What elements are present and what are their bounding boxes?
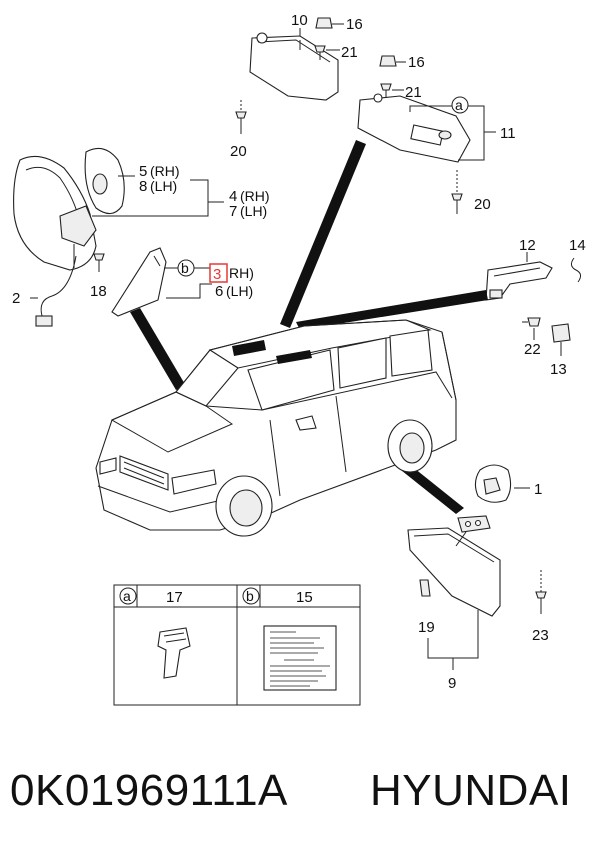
callout-4: 4	[229, 188, 237, 205]
callout-23: 23	[532, 627, 549, 644]
marker-a-visor-label: a	[455, 97, 463, 113]
legend-number-17: 17	[166, 589, 183, 606]
callout-11: 11	[500, 125, 516, 142]
label-6-lh: (LH)	[226, 283, 253, 299]
highlight-box	[209, 263, 228, 283]
mirror-cover	[111, 247, 167, 317]
footer: 0K01969111A HYUNDAI	[0, 766, 600, 826]
callout-8: 8	[139, 178, 147, 195]
visor-clip-upper	[314, 17, 344, 60]
sunvisor-left	[235, 32, 339, 134]
callout-21-upper: 21	[341, 44, 358, 61]
legend-marker-b: b	[246, 588, 254, 604]
label-7-lh: (LH)	[240, 203, 267, 219]
callout-1: 1	[534, 481, 542, 498]
callout-20-right: 20	[474, 196, 491, 213]
callout-16-upper: 16	[346, 16, 363, 33]
callout-18: 18	[90, 283, 107, 300]
callout-10: 10	[291, 12, 308, 29]
label-8-lh: (LH)	[150, 178, 177, 194]
callout-9: 9	[448, 675, 456, 692]
marker-a-visor	[451, 96, 469, 114]
callout-14: 14	[569, 237, 586, 254]
callout-20-left: 20	[230, 143, 247, 160]
callout-2: 2	[12, 290, 20, 307]
legend-box: a 17 b 15	[113, 584, 361, 706]
mirror-switch	[474, 464, 512, 503]
outside-mirror	[13, 147, 125, 327]
callout-6: 6	[215, 283, 223, 300]
callout-21-right: 21	[405, 84, 422, 101]
label-4-rh: (RH)	[240, 188, 270, 204]
legend-marker-a: a	[123, 588, 131, 604]
callout-22: 22	[524, 341, 541, 358]
visor-clip-right	[379, 55, 406, 98]
callout-13: 13	[550, 361, 567, 378]
brand-name: HYUNDAI	[370, 766, 572, 815]
label-3-rh: RH)	[229, 265, 254, 281]
sunvisor-right	[357, 93, 471, 214]
callout-5: 5	[139, 163, 147, 180]
callout-7: 7	[229, 203, 237, 220]
callout-3: 3	[213, 266, 221, 283]
part-number: 0K01969111A	[10, 766, 288, 815]
assist-grip	[485, 257, 582, 343]
callout-16-right: 16	[408, 54, 425, 71]
marker-b-cover-label: b	[181, 260, 189, 276]
legend-number-15: 15	[296, 589, 313, 606]
room-mirror	[407, 515, 547, 617]
label-5-rh: (RH)	[150, 163, 180, 179]
callout-12: 12	[519, 237, 536, 254]
callout-19: 19	[418, 619, 435, 636]
vehicle-illustration	[95, 319, 457, 537]
